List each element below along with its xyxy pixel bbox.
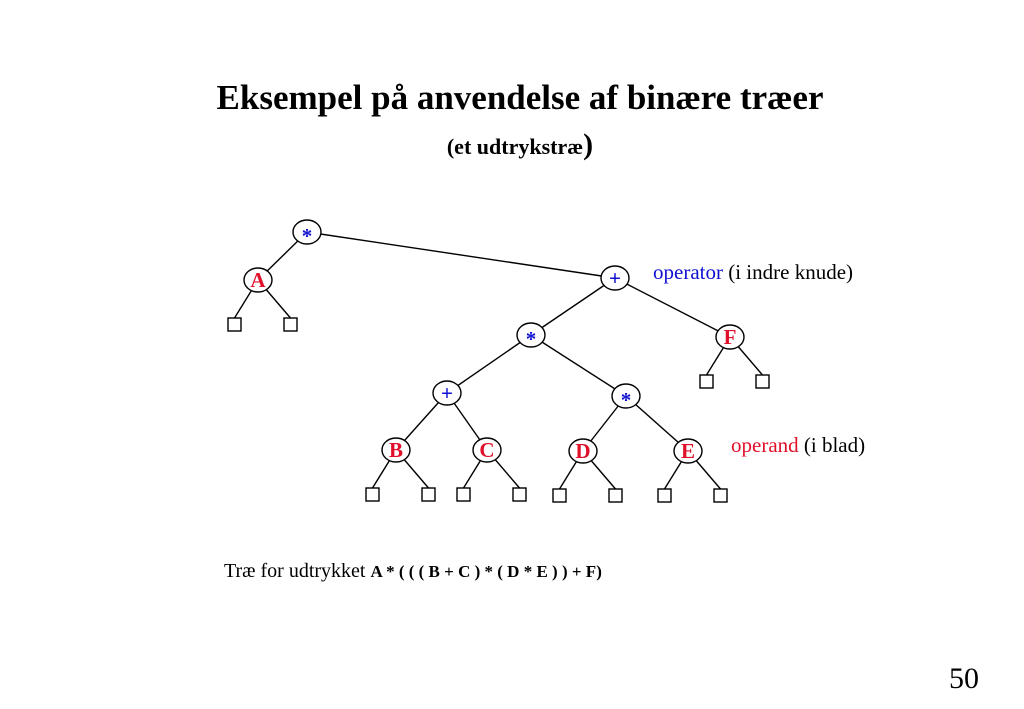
tree-node-shape-root [292, 219, 322, 245]
null-leaf-A-right [283, 317, 298, 332]
tree-node-shape-B [381, 437, 411, 463]
expression-caption: Træ for udtrykket A * ( ( ( B + C ) * ( … [224, 560, 602, 583]
tree-node-A: A [243, 267, 273, 293]
tree-node-label-C: C [479, 438, 494, 462]
tree-node-shape-E [673, 438, 703, 464]
null-leaf-A-left [227, 317, 242, 332]
tree-node-plus2: + [432, 380, 462, 406]
tree-edge-plus1-mul2 [530, 277, 616, 336]
tree-node-shape-F [715, 324, 745, 350]
null-leaf-C-left [456, 487, 471, 502]
null-leaf-F-left [699, 374, 714, 389]
tree-node-shape-mul2 [516, 322, 546, 348]
null-leaf-E-left [657, 488, 672, 503]
tree-edge-mul2-plus2 [446, 334, 532, 394]
null-leaf-D-left [552, 488, 567, 503]
tree-node-shape-A [243, 267, 273, 293]
tree-node-E: E [673, 438, 703, 464]
tree-node-shape-plus2 [432, 380, 462, 406]
subtitle-text: (et udtrykstræ [446, 134, 584, 159]
null-leaf-C-right [512, 487, 527, 502]
tree-node-mul3: * [611, 383, 641, 412]
operand-annotation-word: operand [731, 433, 799, 457]
slide-title: Eksempel på anvendelse af binære træer [216, 78, 824, 117]
caption-expression: A * ( ( ( B + C ) * ( D * E ) ) + F) [370, 562, 602, 581]
tree-node-C: C [472, 437, 502, 463]
null-leaf-D-right [608, 488, 623, 503]
tree-node-label-E: E [681, 439, 695, 463]
tree-edge-plus1-F [614, 277, 731, 338]
null-leaf-B-left [365, 487, 380, 502]
tree-edge-mul3-E [625, 395, 689, 452]
null-leaf-B-right [421, 487, 436, 502]
tree-node-label-F: F [724, 325, 737, 349]
tree-edge-root-plus1 [306, 231, 616, 279]
tree-node-plus1: + [600, 265, 630, 291]
tree-node-F: F [715, 324, 745, 350]
tree-node-label-B: B [389, 438, 403, 462]
tree-nodes: * A + * F + * B C D E [243, 219, 745, 464]
tree-node-label-mul2: * [526, 327, 537, 351]
operator-annotation-word: operator [653, 260, 723, 284]
tree-node-label-root: * [302, 224, 313, 248]
tree-node-label-plus1: + [609, 266, 621, 290]
tree-node-label-D: D [575, 439, 590, 463]
null-leaf-E-right [713, 488, 728, 503]
operator-annotation-rest: (i indre knude) [723, 260, 853, 284]
subtitle-close-paren: ) [583, 128, 594, 161]
tree-node-B: B [381, 437, 411, 463]
page-number: 50 [949, 662, 979, 695]
slide-subtitle: (et udtrykstræ) [0, 128, 1024, 162]
tree-node-label-plus2: + [441, 381, 453, 405]
tree-node-mul2: * [516, 322, 546, 351]
tree-node-shape-plus1 [600, 265, 630, 291]
tree-node-label-mul3: * [621, 388, 632, 412]
null-leaf-F-right [755, 374, 770, 389]
operator-annotation: operator (i indre knude) [653, 260, 853, 284]
tree-node-shape-mul3 [611, 383, 641, 409]
tree-node-shape-D [568, 438, 598, 464]
operand-annotation: operand (i blad) [731, 433, 865, 457]
tree-node-shape-C [472, 437, 502, 463]
tree-null-leaves [227, 279, 770, 503]
tree-node-root: * [292, 219, 322, 248]
tree-edge-mul2-mul3 [530, 334, 627, 397]
tree-node-label-A: A [250, 268, 266, 292]
operand-annotation-rest: (i blad) [799, 433, 865, 457]
tree-node-D: D [568, 438, 598, 464]
caption-prefix: Træ for udtrykket [224, 560, 371, 582]
